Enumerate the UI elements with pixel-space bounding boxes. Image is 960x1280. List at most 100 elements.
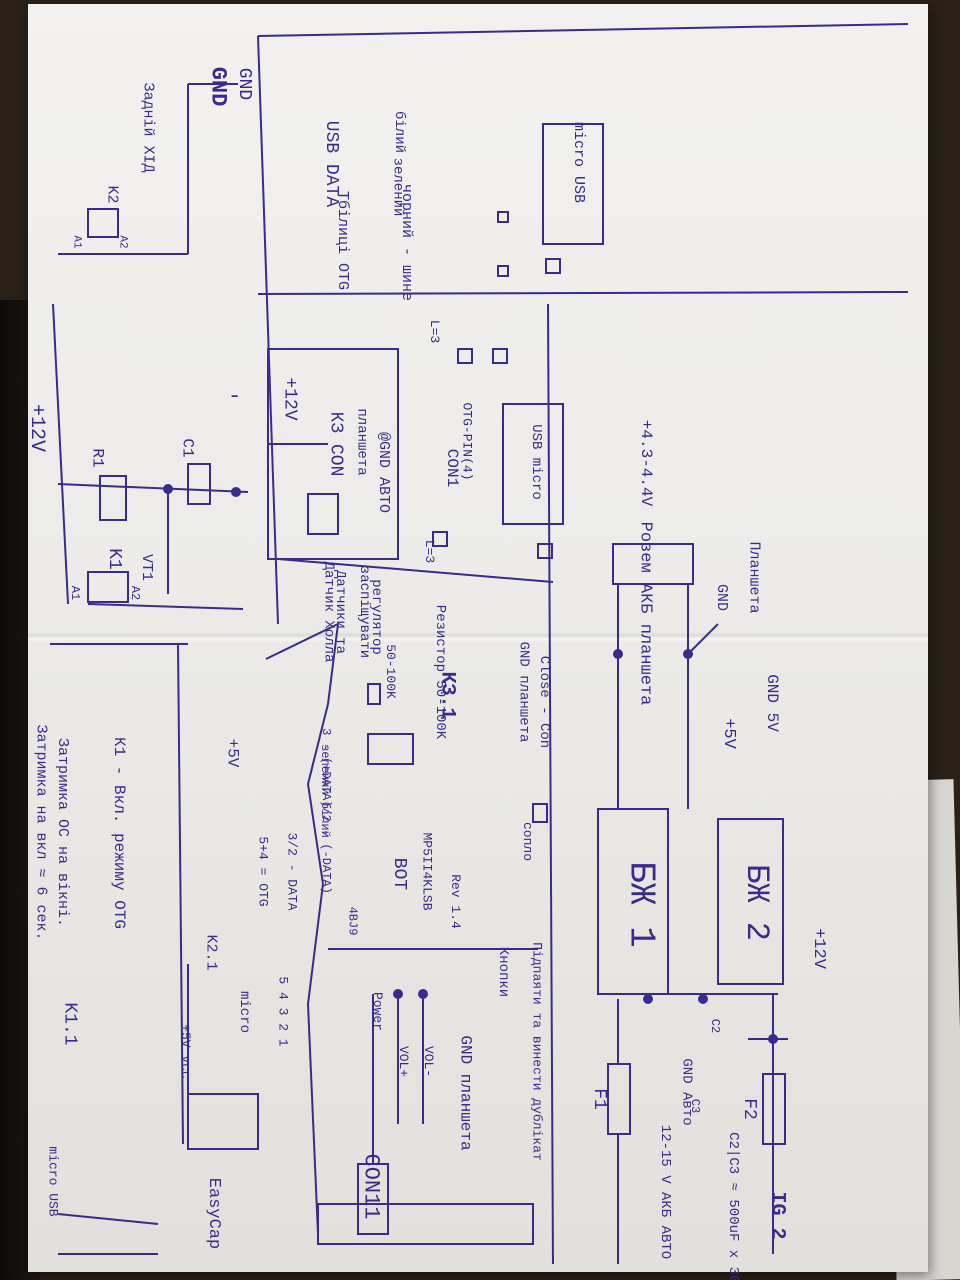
usb-data-label: USB DATA bbox=[321, 120, 342, 208]
frame-hall-div bbox=[265, 623, 339, 660]
note-os: Затримка ОС на вікні. bbox=[54, 737, 72, 928]
c1-label: C1 bbox=[178, 438, 197, 458]
bzh2-box bbox=[717, 818, 784, 985]
akb-range: +4.3-4.4V bbox=[637, 419, 656, 507]
easycap-micro: micro bbox=[236, 990, 253, 1034]
bzh1-box bbox=[597, 808, 669, 995]
k1-a2-label: A2 bbox=[128, 585, 143, 601]
con1-usb-micro: USB micro bbox=[527, 424, 544, 500]
schematic-drawing bbox=[50, 23, 909, 1265]
con11-power: Power bbox=[370, 991, 386, 1032]
bzh1-title: БЖ 1 bbox=[620, 861, 662, 948]
rail-12v-label: +12V bbox=[25, 404, 48, 453]
c2c3-label: C2|C3 ≈ 500uF x 30V bbox=[724, 1132, 741, 1280]
f2-fuse bbox=[762, 1073, 786, 1145]
bot-ic: 4BJ9 bbox=[345, 906, 360, 936]
hall-resistor bbox=[367, 683, 381, 705]
kz-con-box bbox=[267, 348, 399, 560]
easycap-map1: 5+4 = OTG bbox=[255, 836, 271, 907]
con1-pin bbox=[457, 348, 473, 364]
con11-solder: Підпаяти та винести дублікат bbox=[529, 942, 545, 1161]
kz-gnd-label: @GND АВТО bbox=[375, 431, 393, 514]
junction-dot bbox=[418, 989, 428, 999]
hall-text: регулятор bbox=[367, 579, 384, 655]
hall-gnd-label: GND планшета bbox=[515, 641, 532, 743]
rail-minus-label: - bbox=[228, 384, 242, 409]
con11-vol-plus: VOL+ bbox=[396, 1045, 412, 1078]
akb-planshet: Планшета bbox=[745, 541, 763, 614]
bzh2-12v: +12V bbox=[808, 928, 828, 969]
f2-label: F2 bbox=[738, 1098, 759, 1120]
frame-vertical bbox=[547, 303, 554, 1265]
con1-pin bbox=[492, 348, 508, 364]
con1-pin bbox=[432, 531, 448, 547]
junction-dot bbox=[698, 994, 708, 1004]
hall-r50: 50-100K bbox=[382, 644, 398, 699]
k1-a1-label: A1 bbox=[68, 585, 83, 601]
note-otg: К1 - Вкл. режиму OTG bbox=[110, 736, 129, 930]
junction-dot bbox=[683, 649, 693, 659]
c1-capacitor bbox=[187, 463, 211, 505]
easycap-5v: +5V bbox=[223, 738, 242, 768]
easycap-pins: 5 4 3 2 1 bbox=[275, 976, 291, 1047]
reverse-label: Задній ХІД bbox=[139, 82, 157, 173]
con1-usb-micro bbox=[502, 403, 564, 525]
micro-usb-connector bbox=[542, 123, 604, 245]
c3-label: C3 bbox=[688, 1098, 703, 1114]
microusb-wire bbox=[57, 1213, 159, 1225]
k1-relay bbox=[87, 571, 129, 603]
frame-mid-rule bbox=[257, 291, 909, 295]
easycap-pinbox bbox=[187, 1093, 259, 1150]
con1-l3b: L=3 bbox=[422, 539, 438, 564]
k2-a1-label: A1 bbox=[70, 235, 83, 249]
akb-connector-box bbox=[612, 543, 694, 585]
white-label: білий bbox=[391, 110, 408, 154]
close-con-label: Close - Con bbox=[536, 655, 553, 749]
kz-relay bbox=[307, 493, 339, 535]
easycap-title: EasyCap bbox=[204, 1177, 224, 1250]
kz-planshet-label: планшета bbox=[353, 408, 370, 476]
k11-label: K1.1 bbox=[59, 1002, 80, 1046]
k2-relay bbox=[87, 208, 119, 238]
akb-avto-label: 12-15 V АКБ АВТО bbox=[657, 1124, 674, 1260]
sopl-part bbox=[532, 803, 548, 823]
otg-pin-box bbox=[545, 258, 561, 274]
con1-otg-pin: OTG-PIN(4) bbox=[459, 402, 475, 481]
bot-chip: MP5II4KLSB bbox=[419, 832, 435, 911]
gnd-label: GND bbox=[234, 67, 255, 101]
otg-pin-box bbox=[497, 265, 509, 277]
k1-label: K1 bbox=[103, 548, 124, 570]
gnd-label: GND bbox=[205, 66, 231, 107]
kz-con-label: КЗ CON bbox=[325, 411, 346, 477]
gnd-avto-label: GND Авто bbox=[678, 1058, 695, 1126]
kz31-label: КЗ.1 bbox=[435, 671, 459, 720]
c2-label: C2 bbox=[708, 1018, 723, 1034]
con11-box bbox=[317, 1203, 534, 1245]
junction-dot bbox=[613, 649, 623, 659]
easycap-k21: K2.1 bbox=[202, 934, 220, 971]
ig2-label: IG 2 bbox=[765, 1191, 789, 1240]
otg-pin-box bbox=[497, 211, 509, 223]
hall-text: Датчики та bbox=[332, 569, 349, 655]
easycap-vcc: +5V vcc bbox=[177, 1024, 193, 1079]
junction-dot bbox=[393, 989, 403, 999]
vt1-label: VT1 bbox=[138, 553, 156, 582]
junction-dot bbox=[643, 994, 653, 1004]
con1-title: CON1 bbox=[443, 448, 462, 488]
kz-12v-label: +12V bbox=[279, 377, 300, 421]
junction-dot bbox=[231, 487, 241, 497]
paper-fold bbox=[28, 632, 928, 642]
easycap-map2: 3/2 - DATA bbox=[284, 832, 300, 911]
sopl-label: сопло bbox=[520, 821, 536, 862]
con1-pin bbox=[537, 543, 553, 559]
junction-dot bbox=[768, 1034, 778, 1044]
frame-left-col bbox=[257, 35, 279, 625]
akb-title: Розем АКБ планшета bbox=[635, 521, 655, 706]
con11-vol-minus: VOL- bbox=[421, 1045, 437, 1078]
akb-gnd: GND bbox=[713, 583, 731, 612]
frame-top-rule bbox=[257, 23, 909, 37]
bzh1-5v: +5V bbox=[718, 718, 738, 749]
con11-title: CON11 bbox=[358, 1153, 384, 1220]
r1-label: R1 bbox=[88, 448, 107, 468]
